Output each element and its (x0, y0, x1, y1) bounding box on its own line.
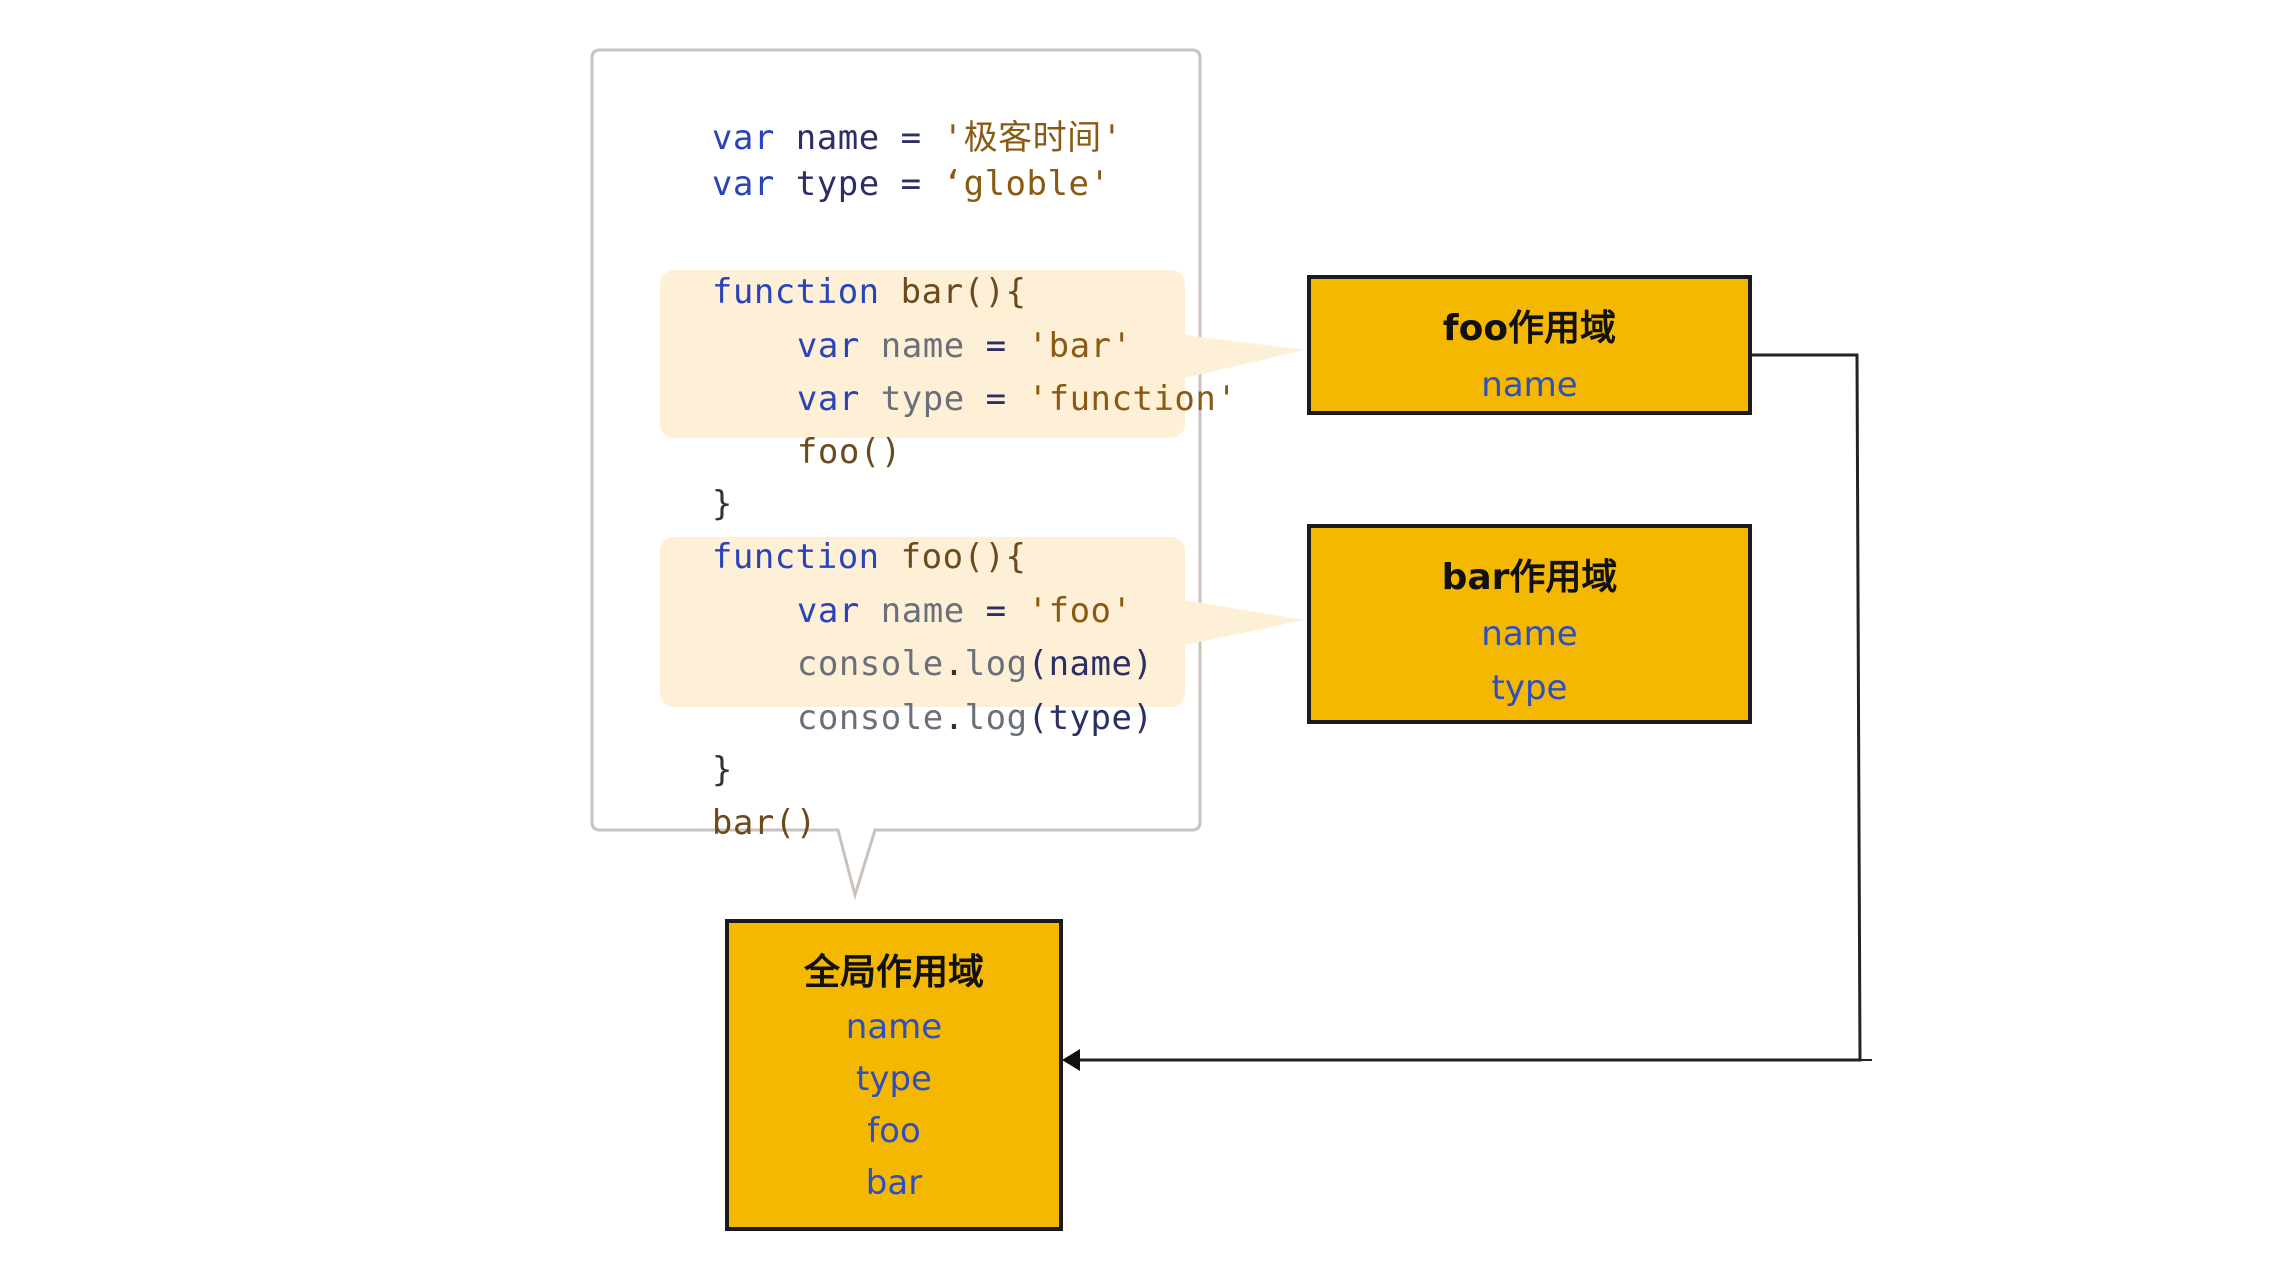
identifier: name (880, 591, 965, 631)
keyword: var (796, 591, 860, 631)
code-line-var-type: var type = ‘globle' (628, 124, 1110, 244)
closing-brace: } (711, 484, 733, 524)
scope-variable: name (845, 1007, 943, 1047)
code-line-console-log-name: console.log(name) (713, 604, 1153, 724)
scope-variable: foo (867, 1111, 921, 1151)
string-literal: 'function' (1027, 379, 1238, 419)
scope-variable: type (856, 1059, 932, 1099)
foo-body-highlight (660, 537, 1185, 707)
code-line-foo-close: } (628, 710, 733, 830)
console-object: console (796, 698, 944, 738)
operator: = (985, 379, 1007, 419)
connector-arrowhead (1062, 1049, 1080, 1071)
string-literal: 'bar' (1027, 326, 1133, 366)
code-line-call-bar: bar() (628, 763, 817, 883)
bar-scope-box: bar作用域 name type (1307, 524, 1752, 724)
keyword: function (711, 537, 880, 577)
identifier: name (880, 326, 965, 366)
identifier: type (795, 164, 880, 204)
console-object: console (796, 644, 944, 684)
code-line-function-bar: function bar(){ (628, 232, 1026, 352)
method-name: log (964, 644, 1028, 684)
code-line-function-foo: function foo(){ (628, 497, 1026, 617)
keyword: var (711, 164, 775, 204)
scope-variable: name (1481, 614, 1578, 654)
scope-variable: type (1491, 668, 1568, 708)
code-line-bar-var-name: var name = 'bar' (713, 286, 1133, 406)
foo-scope-box: foo作用域 name (1307, 275, 1752, 415)
operator: = (900, 118, 922, 158)
function-call: bar() (711, 803, 817, 843)
operator: = (900, 164, 922, 204)
foo-body-callout (1185, 600, 1305, 645)
function-name: foo(){ (900, 537, 1027, 577)
code-line-bar-var-type: var type = 'function' (713, 339, 1237, 459)
dot: . (943, 698, 965, 738)
keyword: var (796, 326, 860, 366)
keyword: var (796, 379, 860, 419)
code-line-call-foo: foo() (713, 392, 902, 512)
scope-chain-connector (1075, 353, 1862, 1062)
operator: = (985, 591, 1007, 631)
call-args: (type) (1027, 698, 1154, 738)
code-line-console-log-type: console.log(type) (713, 658, 1153, 778)
function-call: foo() (796, 432, 902, 472)
scope-title: bar作用域 (1441, 557, 1618, 598)
string-literal: 'foo' (1027, 591, 1133, 631)
function-name: bar(){ (900, 272, 1027, 312)
dot: . (943, 644, 965, 684)
bar-body-callout (1185, 335, 1305, 378)
global-scope-box: 全局作用域 name type foo bar (725, 919, 1063, 1231)
keyword: function (711, 272, 880, 312)
scope-variable: name (1481, 365, 1578, 405)
method-name: log (964, 698, 1028, 738)
operator: = (985, 326, 1007, 366)
identifier: type (880, 379, 965, 419)
code-line-foo-var-name: var name = 'foo' (713, 551, 1133, 671)
scope-variable: bar (865, 1163, 923, 1203)
string-literal: '极客时间' (942, 118, 1123, 158)
string-literal: ‘globle' (942, 164, 1111, 204)
keyword: var (711, 118, 775, 158)
scope-title: 全局作用域 (803, 952, 984, 993)
code-line-var-name: var name = '极客时间' (628, 78, 1123, 198)
code-line-bar-close: } (628, 444, 733, 564)
identifier: name (795, 118, 880, 158)
scope-title: foo作用域 (1442, 308, 1617, 349)
closing-brace: } (711, 750, 733, 790)
bar-body-highlight (660, 270, 1185, 438)
call-args: (name) (1027, 644, 1154, 684)
